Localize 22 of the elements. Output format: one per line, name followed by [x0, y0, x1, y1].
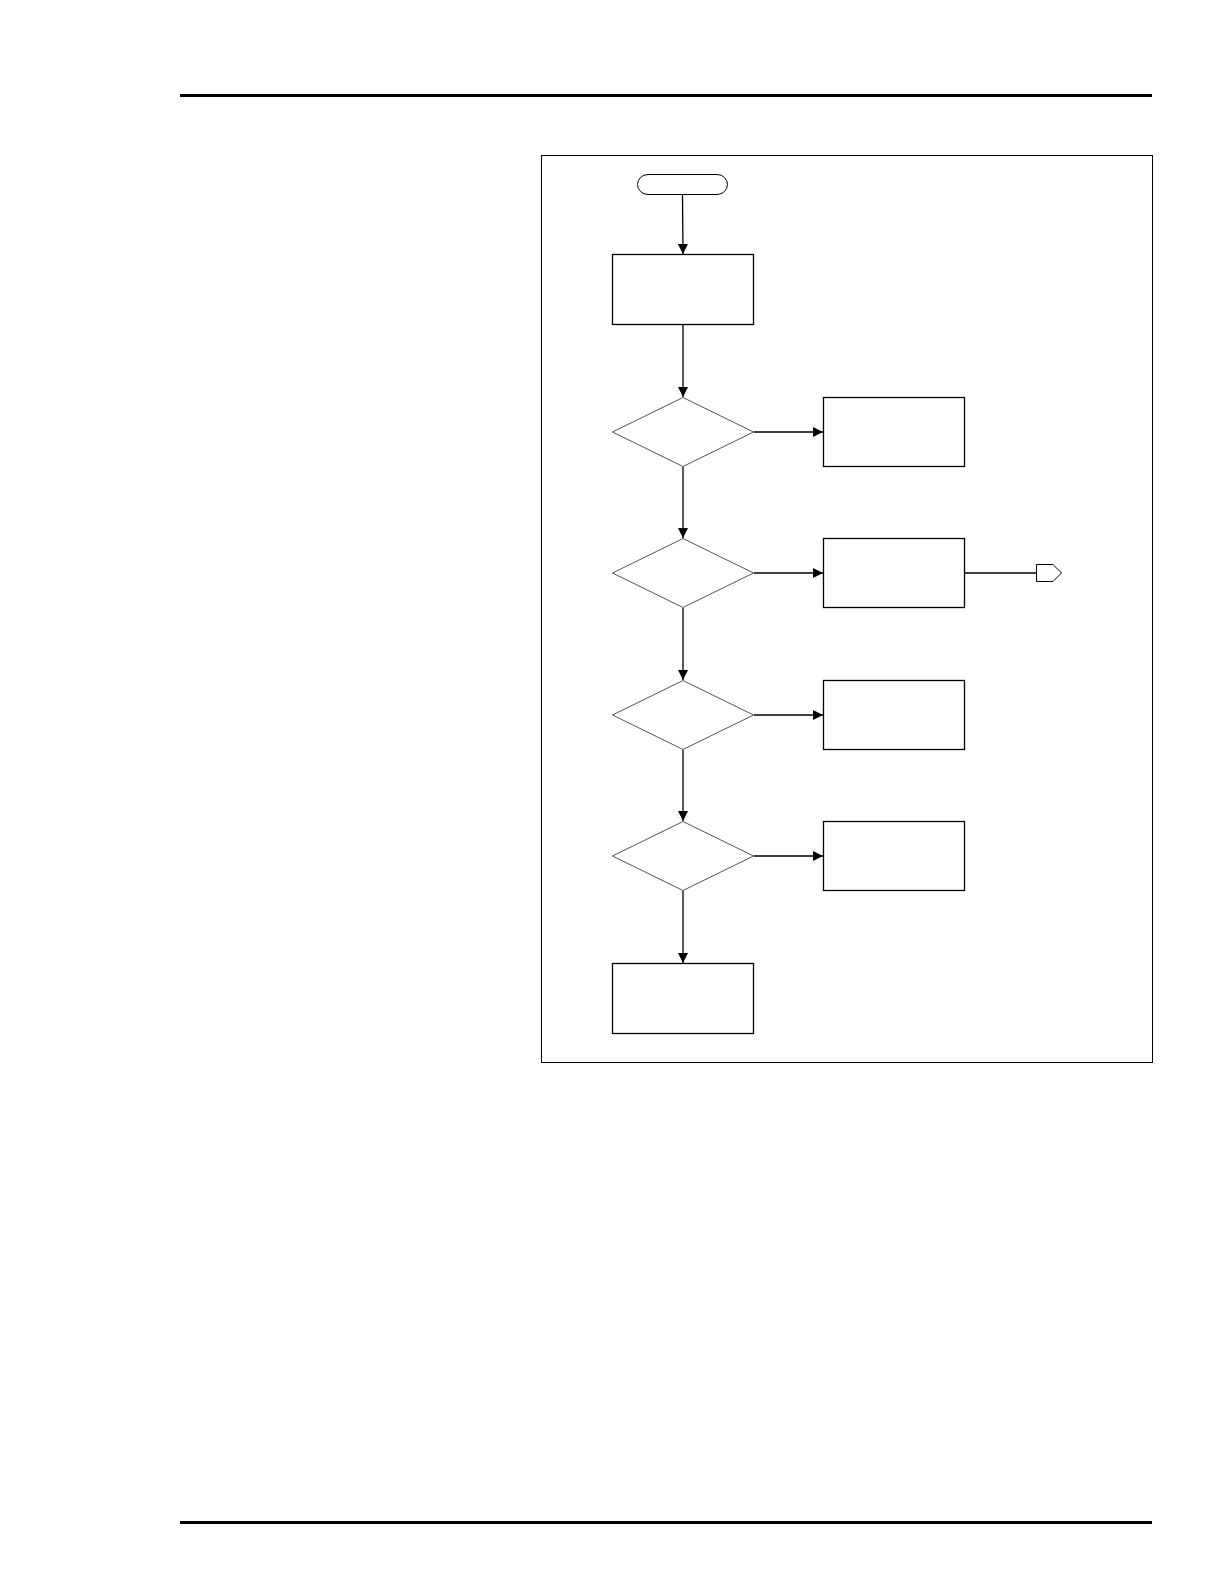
- terminator-capsule: [637, 174, 728, 195]
- arrow: [678, 324, 688, 398]
- arrow: [678, 890, 688, 964]
- off-page-connector: [1036, 564, 1062, 582]
- process-box: [822, 396, 966, 468]
- arrow: [678, 607, 688, 681]
- decision-diamond: [612, 821, 754, 891]
- process-box: [822, 679, 966, 751]
- process-box: [611, 253, 755, 326]
- arrow: [753, 568, 824, 578]
- process-box: [822, 537, 966, 609]
- arrow: [678, 466, 688, 539]
- decision-diamond: [612, 680, 754, 750]
- arrow: [753, 710, 824, 720]
- arrow: [678, 749, 688, 822]
- arrow: [753, 427, 824, 437]
- decision-diamond: [612, 538, 754, 608]
- decision-diamond: [612, 397, 754, 467]
- process-box: [611, 962, 755, 1035]
- arrow: [677, 194, 688, 255]
- arrow: [753, 851, 824, 861]
- process-box: [822, 820, 966, 892]
